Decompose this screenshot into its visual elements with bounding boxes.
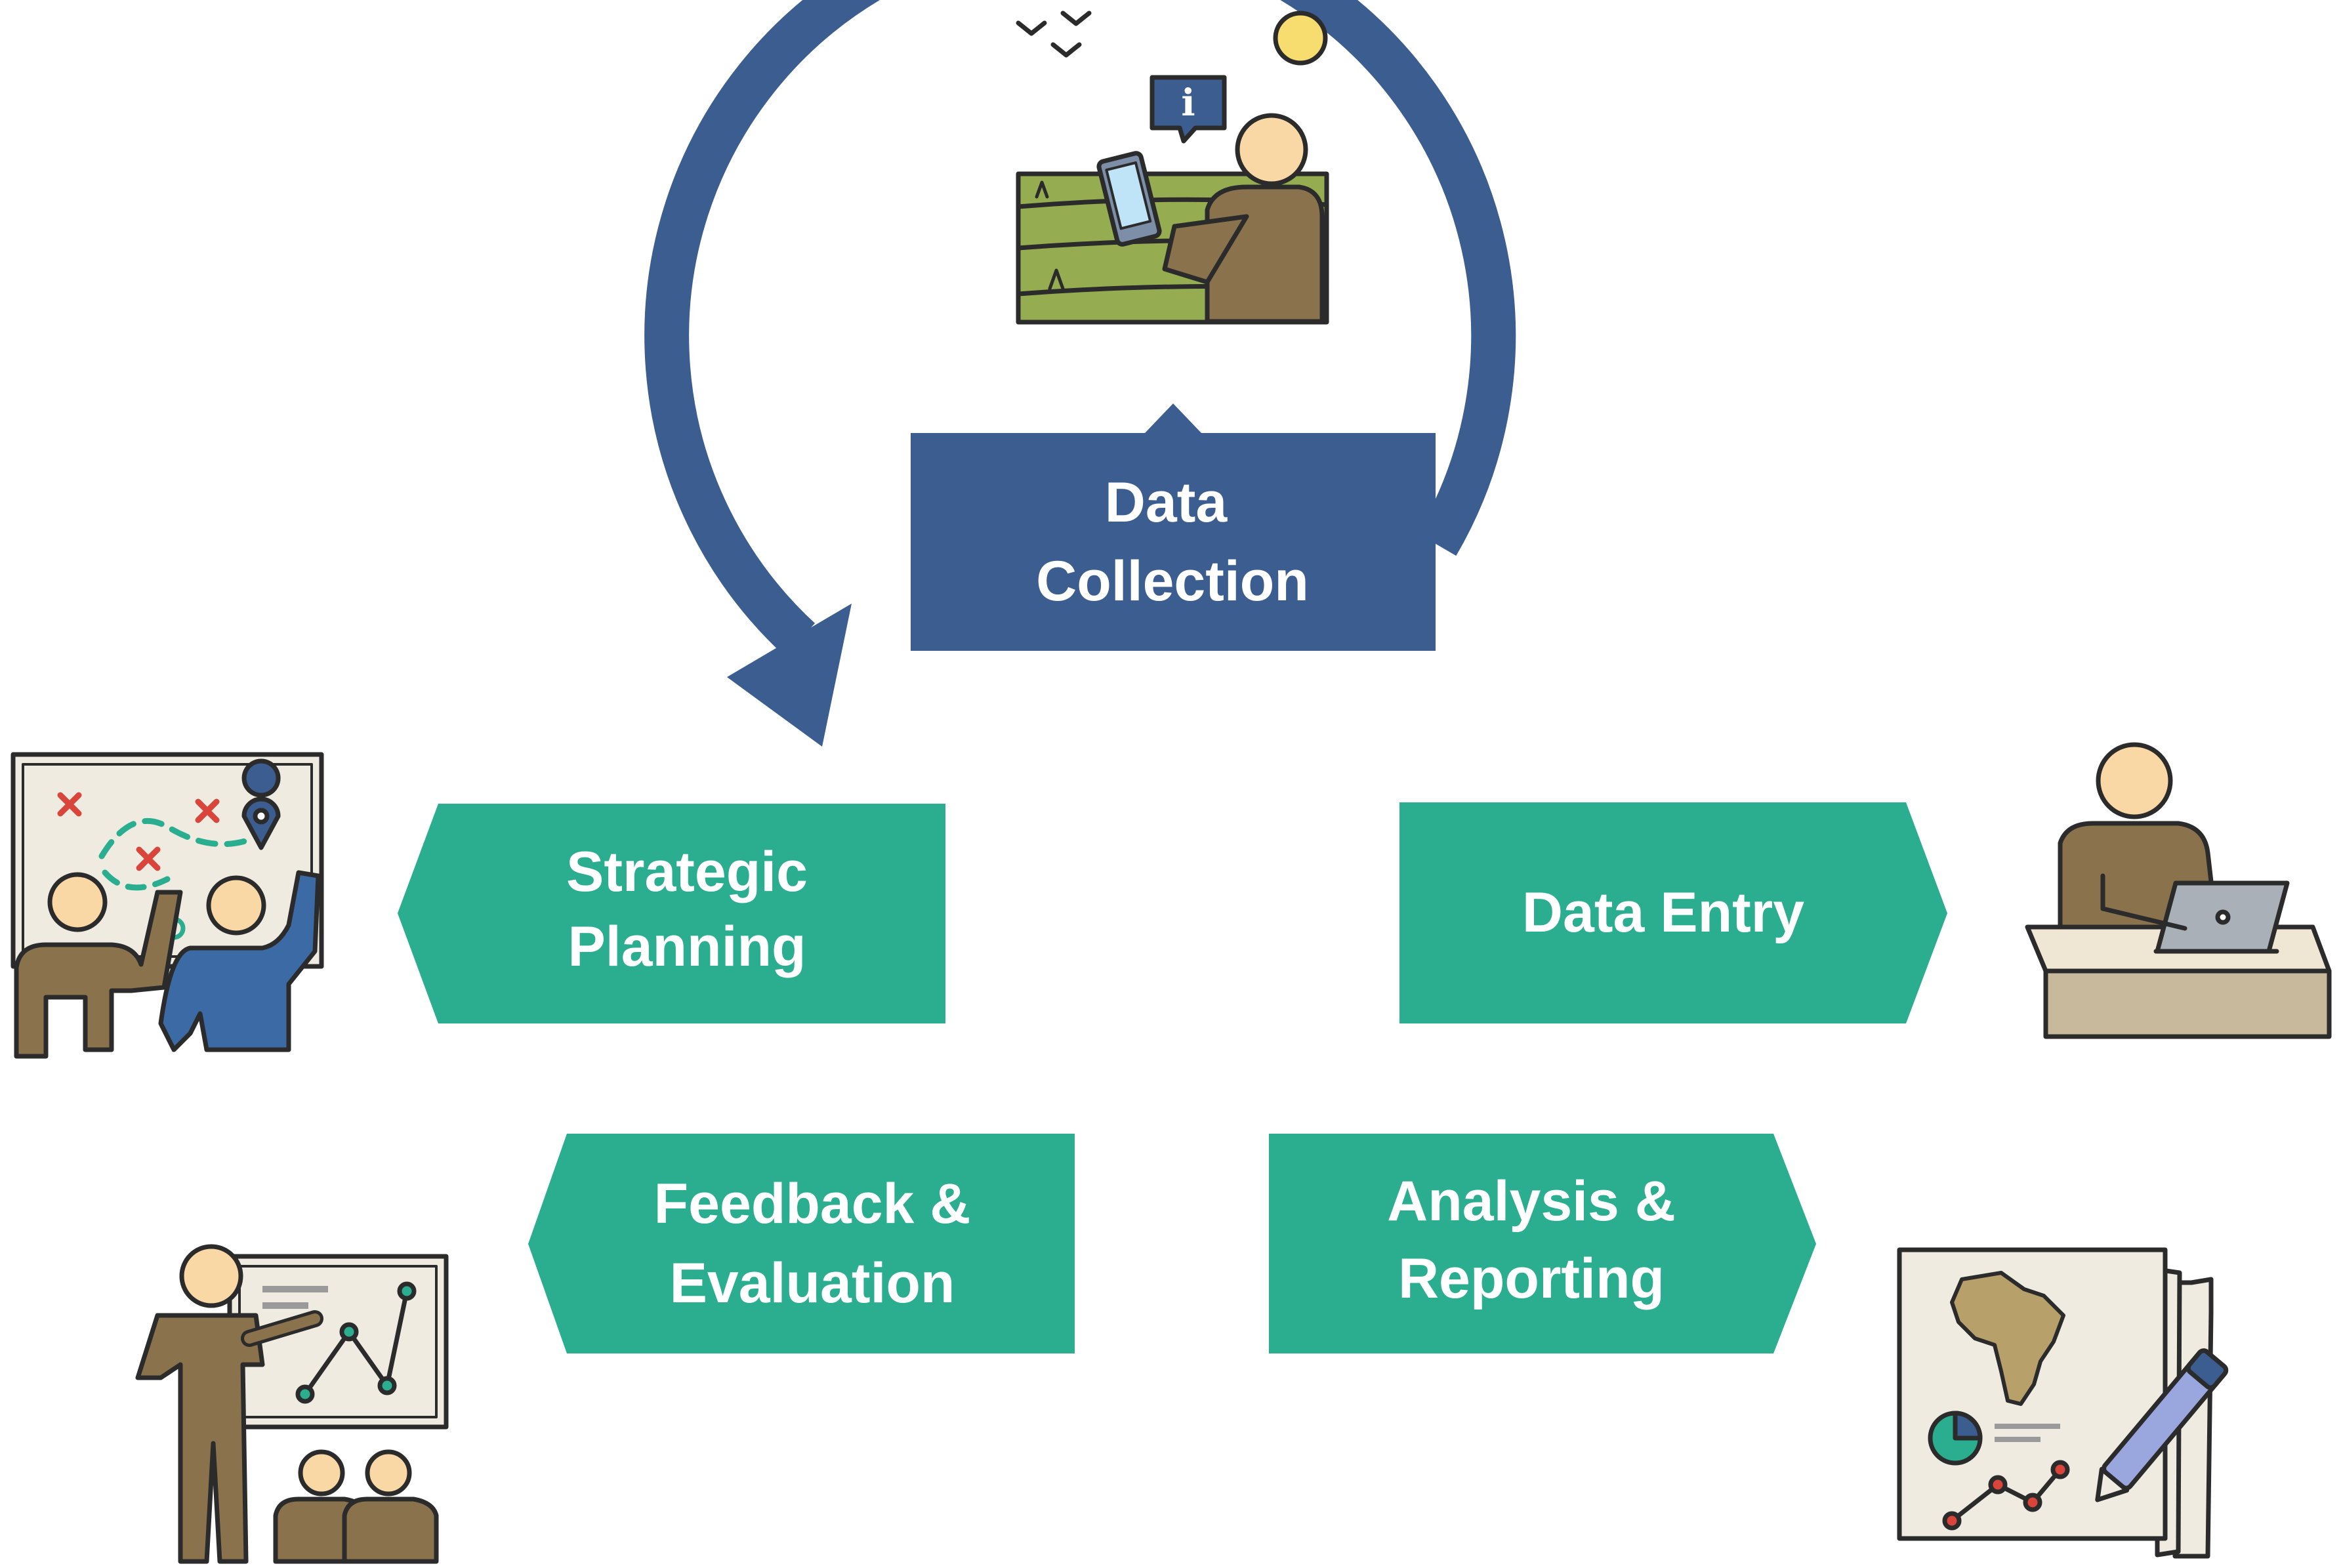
cycle-ring bbox=[644, 0, 1516, 747]
stage-strategic-planning-label-line1: Strategic bbox=[566, 840, 808, 903]
stage-data-entry: Data Entry bbox=[1399, 802, 1947, 1023]
stage-feedback-evaluation: Feedback & Evaluation bbox=[528, 1134, 1075, 1353]
person-at-laptop-icon bbox=[2025, 742, 2332, 1039]
field-data-collector-icon: i bbox=[1016, 10, 1329, 325]
stage-data-collection-label-line2: Collection bbox=[1036, 550, 1309, 613]
stage-analysis-reporting: Analysis & Reporting bbox=[1269, 1134, 1816, 1353]
report-with-africa-map-icon bbox=[1897, 1247, 2229, 1559]
stage-feedback-evaluation-label-line1: Feedback & bbox=[654, 1172, 971, 1235]
stage-data-collection: Data Collection bbox=[911, 403, 1436, 651]
stage-analysis-reporting-label-line1: Analysis & bbox=[1387, 1170, 1676, 1233]
africa-map-icon bbox=[1950, 1271, 2065, 1406]
presenter-with-chart-icon bbox=[135, 1244, 449, 1564]
stage-strategic-planning-label-line2: Planning bbox=[568, 915, 806, 978]
team-planning-map-icon bbox=[10, 752, 324, 1059]
stage-analysis-reporting-label-line2: Reporting bbox=[1398, 1247, 1665, 1310]
stage-strategic-planning: Strategic Planning bbox=[398, 804, 945, 1023]
stage-data-collection-label-line1: Data bbox=[1105, 471, 1228, 534]
cycle-arrowhead bbox=[727, 604, 852, 747]
svg-text:i: i bbox=[1181, 81, 1195, 125]
stage-feedback-evaluation-label-line2: Evaluation bbox=[670, 1252, 955, 1315]
stage-data-entry-label: Data Entry bbox=[1522, 881, 1804, 944]
